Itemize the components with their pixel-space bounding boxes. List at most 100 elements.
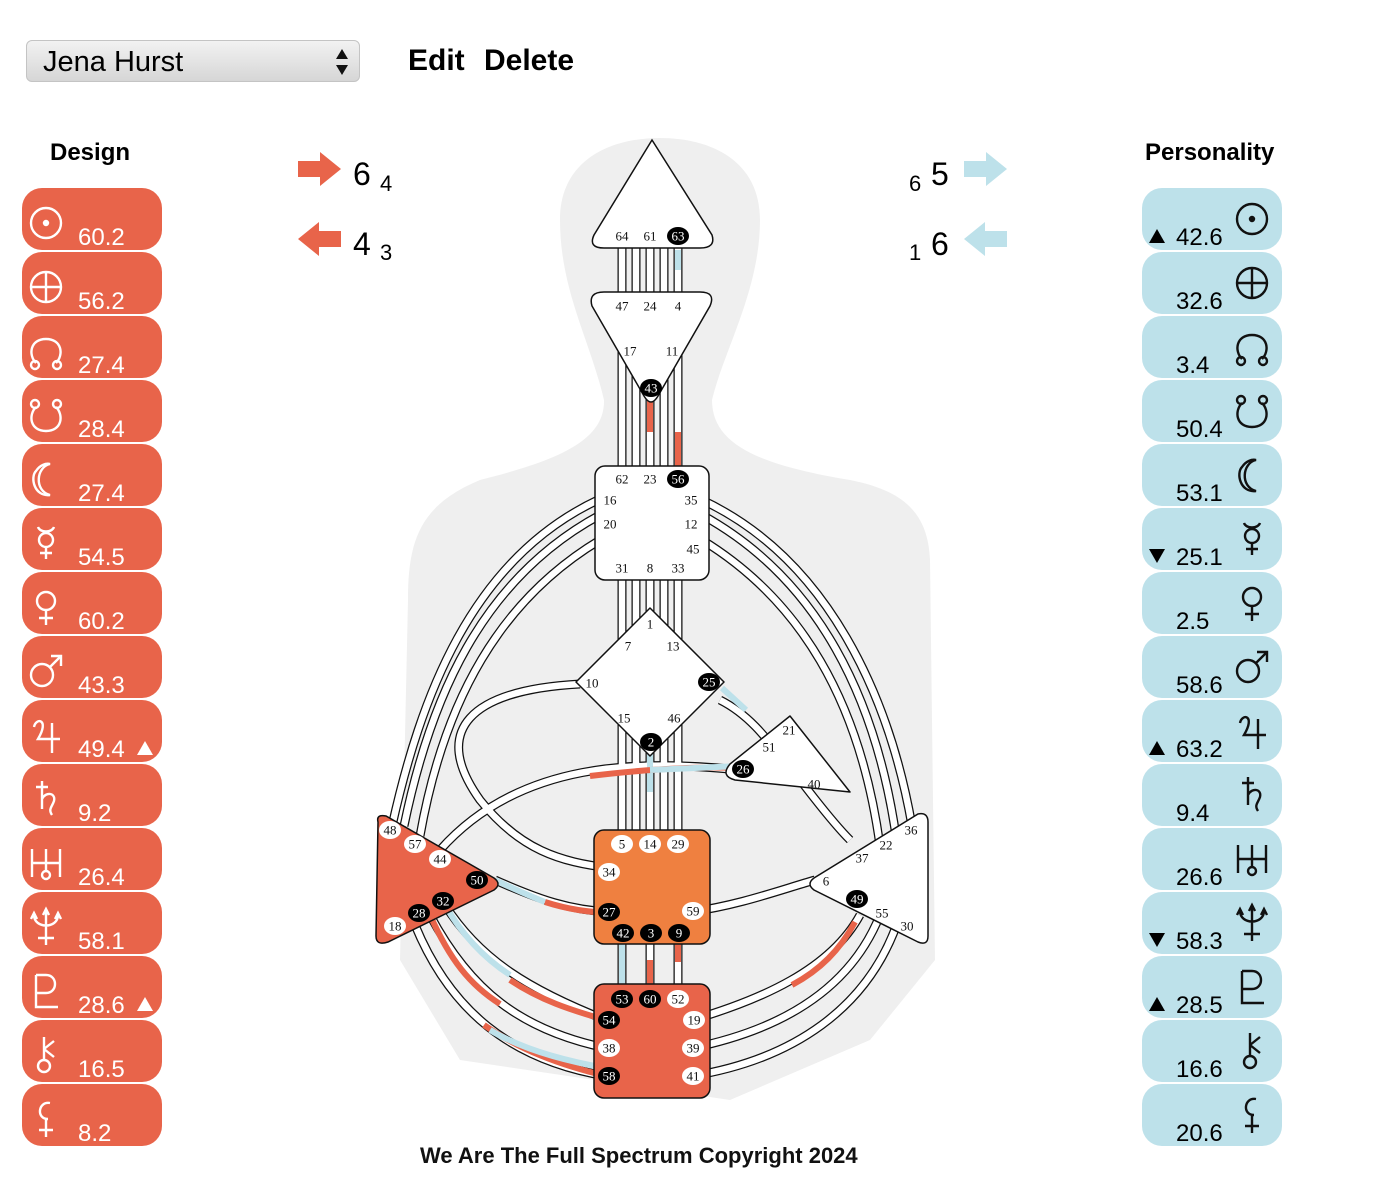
gate-15[interactable]: 15	[618, 711, 631, 726]
personality-activation-sun[interactable]: 42.6	[1142, 188, 1282, 250]
design-activation-chiron[interactable]: 16.5	[22, 1020, 162, 1082]
solar-plexus-center	[809, 812, 929, 944]
personality-activation-north-node[interactable]: 3.4	[1142, 316, 1282, 378]
gate-14[interactable]: 14	[639, 835, 661, 853]
gate-2[interactable]: 2	[640, 733, 662, 751]
personality-activation-pluto[interactable]: 28.5	[1142, 956, 1282, 1018]
personality-activation-mercury[interactable]: 25.1	[1142, 508, 1282, 570]
svg-text:11: 11	[666, 344, 679, 359]
gate-7[interactable]: 7	[625, 639, 632, 654]
gate-43[interactable]: 43	[640, 379, 662, 397]
gate-63[interactable]: 63	[667, 227, 689, 245]
gate-33[interactable]: 33	[672, 561, 685, 576]
gate-61[interactable]: 61	[644, 229, 657, 244]
gate-51[interactable]: 51	[763, 740, 776, 755]
gate-48[interactable]: 48	[379, 821, 401, 839]
gate-24[interactable]: 24	[644, 299, 658, 314]
gate-13[interactable]: 13	[667, 639, 680, 654]
gate-10[interactable]: 10	[586, 676, 599, 691]
personality-activation-ceres[interactable]: 20.6	[1142, 1084, 1282, 1146]
gate-22[interactable]: 22	[880, 838, 893, 853]
design-activation-venus[interactable]: 60.2	[22, 572, 162, 634]
design-activation-saturn[interactable]: 9.2	[22, 764, 162, 826]
gate-57[interactable]: 57	[404, 835, 426, 853]
personality-activation-south-node[interactable]: 50.4	[1142, 380, 1282, 442]
personality-activation-moon[interactable]: 53.1	[1142, 444, 1282, 506]
gate-47[interactable]: 47	[616, 299, 630, 314]
gate-50[interactable]: 50	[466, 871, 488, 889]
gate-37[interactable]: 37	[856, 851, 870, 866]
gate-21[interactable]: 21	[783, 723, 796, 738]
gate-4[interactable]: 4	[675, 299, 682, 314]
gate-38[interactable]: 38	[598, 1039, 620, 1057]
gate-44[interactable]: 44	[429, 850, 451, 868]
gate-9[interactable]: 9	[668, 924, 690, 942]
design-activation-moon[interactable]: 27.4	[22, 444, 162, 506]
profile-select[interactable]: Jena Hurst	[26, 40, 360, 82]
gate-60[interactable]: 60	[639, 990, 661, 1008]
gate-5[interactable]: 5	[611, 835, 633, 853]
personality-activation-chiron[interactable]: 16.6	[1142, 1020, 1282, 1082]
gate-26[interactable]: 26	[732, 760, 754, 778]
gate-20[interactable]: 20	[604, 517, 617, 532]
gate-39[interactable]: 39	[682, 1039, 704, 1057]
design-activation-earth[interactable]: 56.2	[22, 252, 162, 314]
personality-activation-uranus[interactable]: 26.6	[1142, 828, 1282, 890]
gate-54[interactable]: 54	[598, 1011, 620, 1029]
edit-link[interactable]: Edit	[408, 44, 465, 77]
gate-16[interactable]: 16	[604, 493, 618, 508]
gate-23[interactable]: 23	[644, 472, 657, 487]
gate-25[interactable]: 25	[698, 673, 720, 691]
gate-31[interactable]: 31	[616, 561, 629, 576]
gate-46[interactable]: 46	[668, 711, 682, 726]
gate-55[interactable]: 55	[876, 906, 889, 921]
gate-3[interactable]: 3	[640, 924, 662, 942]
gate-12[interactable]: 12	[685, 517, 698, 532]
gate-42[interactable]: 42	[612, 924, 634, 942]
gate-34[interactable]: 34	[598, 863, 620, 881]
gate-28[interactable]: 28	[408, 904, 430, 922]
gate-32[interactable]: 32	[432, 892, 454, 910]
gate-58[interactable]: 58	[598, 1067, 620, 1085]
svg-text:49: 49	[851, 892, 864, 907]
gate-27[interactable]: 27	[598, 903, 620, 921]
design-activation-ceres[interactable]: 8.2	[22, 1084, 162, 1146]
gate-41[interactable]: 41	[682, 1067, 704, 1085]
gate-18[interactable]: 18	[384, 917, 406, 935]
personality-activation-saturn[interactable]: 9.4	[1142, 764, 1282, 826]
design-activation-mercury[interactable]: 54.5	[22, 508, 162, 570]
design-activation-neptune[interactable]: 58.1	[22, 892, 162, 954]
gate-40[interactable]: 40	[808, 777, 821, 792]
personality-activation-venus[interactable]: 2.5	[1142, 572, 1282, 634]
gate-53[interactable]: 53	[611, 990, 633, 1008]
design-activation-south-node[interactable]: 28.4	[22, 380, 162, 442]
personality-activation-mars[interactable]: 58.6	[1142, 636, 1282, 698]
design-activation-mars[interactable]: 43.3	[22, 636, 162, 698]
design-activation-sun[interactable]: 60.2	[22, 188, 162, 250]
personality-activation-jupiter[interactable]: 63.2	[1142, 700, 1282, 762]
gate-1[interactable]: 1	[647, 617, 654, 632]
design-activation-jupiter[interactable]: 49.4	[22, 700, 162, 762]
gate-6[interactable]: 6	[823, 874, 830, 889]
gate-49[interactable]: 49	[846, 890, 868, 908]
gate-19[interactable]: 19	[683, 1011, 705, 1029]
personality-activation-earth[interactable]: 32.6	[1142, 252, 1282, 314]
gate-56[interactable]: 56	[667, 470, 689, 488]
design-activation-north-node[interactable]: 27.4	[22, 316, 162, 378]
gate-64[interactable]: 64	[616, 229, 630, 244]
delete-link[interactable]: Delete	[484, 44, 575, 77]
gate-52[interactable]: 52	[667, 990, 689, 1008]
gate-62[interactable]: 62	[616, 472, 629, 487]
gate-11[interactable]: 11	[666, 344, 679, 359]
gate-30[interactable]: 30	[901, 919, 914, 934]
gate-35[interactable]: 35	[685, 493, 698, 508]
gate-17[interactable]: 17	[624, 344, 638, 359]
design-activation-uranus[interactable]: 26.4	[22, 828, 162, 890]
gate-8[interactable]: 8	[647, 561, 654, 576]
gate-59[interactable]: 59	[682, 902, 704, 920]
gate-45[interactable]: 45	[687, 542, 700, 557]
gate-29[interactable]: 29	[667, 835, 689, 853]
gate-36[interactable]: 36	[905, 823, 919, 838]
design-activation-pluto[interactable]: 28.6	[22, 956, 162, 1018]
personality-activation-neptune[interactable]: 58.3	[1142, 892, 1282, 954]
